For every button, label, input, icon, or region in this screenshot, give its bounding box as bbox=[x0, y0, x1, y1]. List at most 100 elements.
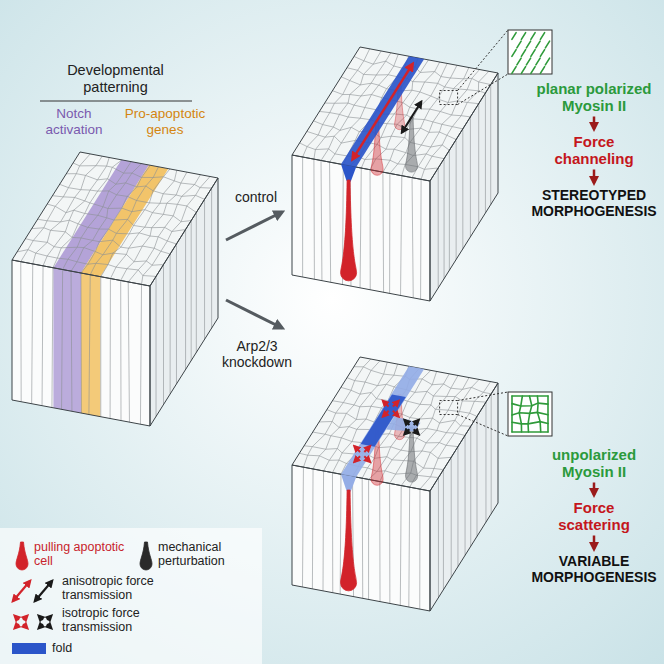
tissue-outline bbox=[292, 155, 430, 301]
isotropic-force-arrow bbox=[414, 420, 419, 425]
cell-edge bbox=[389, 483, 390, 603]
cell-edge bbox=[478, 104, 479, 224]
cell-edge bbox=[457, 447, 458, 567]
cell-edge bbox=[71, 271, 73, 411]
inset-source bbox=[440, 91, 458, 105]
cell-edge bbox=[420, 382, 491, 490]
cell-edge bbox=[330, 162, 331, 282]
cell-edge bbox=[80, 273, 82, 413]
cell-edge bbox=[53, 160, 122, 268]
myosin-cable bbox=[526, 58, 530, 65]
cell-edge bbox=[211, 188, 212, 328]
cell-edge bbox=[462, 129, 463, 249]
fold bbox=[341, 56, 424, 167]
anisotropic-force-arrow bbox=[353, 64, 413, 159]
cell-edge bbox=[408, 487, 410, 607]
cell-edge bbox=[21, 154, 90, 262]
tissue-side-face bbox=[430, 73, 498, 301]
legend-perturbation-cell bbox=[140, 542, 152, 570]
cell-edge bbox=[32, 264, 33, 404]
perturbed-cell bbox=[406, 427, 418, 482]
inset-box bbox=[508, 392, 552, 436]
cell-edge bbox=[379, 482, 380, 602]
cell-edge bbox=[62, 270, 63, 410]
myosin-cable bbox=[512, 422, 548, 424]
tissue-front-face bbox=[292, 155, 430, 301]
myosin-pattern bbox=[512, 396, 548, 432]
cell-edge bbox=[401, 176, 402, 296]
isotropic-force-arrow bbox=[414, 429, 419, 434]
myosin-cable bbox=[531, 50, 535, 57]
inset-box bbox=[508, 30, 552, 74]
legend-panel bbox=[0, 528, 262, 664]
myosin-cable bbox=[531, 67, 535, 74]
myosin-cable bbox=[537, 396, 540, 432]
legend-anisotropic-arrow bbox=[35, 581, 52, 601]
cell-edge bbox=[491, 394, 492, 514]
knockdown-tissue bbox=[292, 357, 552, 611]
myosin-cable bbox=[517, 41, 521, 48]
cell-edge bbox=[110, 279, 111, 419]
legend-isotropic-arrow bbox=[15, 624, 19, 628]
cell-edge bbox=[128, 175, 200, 282]
isotropic-force-arrow bbox=[383, 401, 389, 407]
legend-isotropic-arrow bbox=[47, 616, 51, 620]
cell-edge bbox=[402, 68, 469, 176]
cell-edge bbox=[401, 378, 469, 486]
legend-background bbox=[0, 528, 262, 664]
cell-edge bbox=[32, 228, 170, 254]
myosin-cable bbox=[521, 67, 525, 74]
legend-isotropic-arrow bbox=[39, 624, 43, 628]
isotropic-force-arrow bbox=[364, 456, 370, 462]
patterning-label: Notch activation bbox=[36, 106, 112, 137]
flow-step: STEREOTYPED MORPHOGENESIS bbox=[528, 187, 660, 219]
cell-edge bbox=[100, 277, 101, 417]
myosin-cable bbox=[540, 33, 544, 40]
tissue-outline bbox=[150, 178, 218, 426]
step-text: unpolarized Myosin II bbox=[528, 446, 660, 481]
cell-edge bbox=[465, 435, 466, 555]
expression-stripe bbox=[53, 268, 81, 413]
cell-edge bbox=[449, 150, 450, 270]
flow-step: unpolarized Myosin II bbox=[528, 446, 660, 481]
cell-edge bbox=[302, 467, 304, 587]
tissue-front-face bbox=[12, 260, 150, 426]
fold-groove bbox=[341, 164, 356, 181]
expression-stripe bbox=[81, 273, 100, 417]
cell-edge bbox=[444, 159, 445, 279]
patterned-tissue bbox=[12, 152, 218, 426]
cell-edge bbox=[412, 70, 480, 178]
cell-edge bbox=[52, 268, 53, 408]
myosin-cable bbox=[547, 396, 549, 432]
step-text: STEREOTYPED MORPHOGENESIS bbox=[528, 187, 660, 219]
myosin-cable bbox=[512, 403, 548, 406]
cell-edge bbox=[380, 374, 450, 482]
cell-edge bbox=[490, 85, 491, 205]
flow-step: Force scattering bbox=[549, 499, 639, 534]
cell-edge bbox=[361, 60, 428, 168]
myosin-cable bbox=[536, 58, 540, 65]
myosin-cable bbox=[512, 412, 548, 415]
cell-edge bbox=[485, 402, 486, 522]
legend-anisotropic-arrow bbox=[13, 581, 30, 601]
flow-step: planar polarized Myosin II bbox=[528, 80, 660, 115]
myosin-cable bbox=[512, 431, 548, 433]
zoom-line bbox=[458, 74, 508, 105]
cell-edge bbox=[456, 139, 457, 259]
zoom-line bbox=[458, 30, 508, 91]
cell-outlines bbox=[17, 154, 212, 424]
myosin-pattern bbox=[512, 33, 550, 74]
isotropic-force-arrow bbox=[393, 401, 399, 407]
cell-edge bbox=[332, 473, 333, 593]
cell-edge bbox=[470, 426, 471, 546]
cell-edge bbox=[128, 282, 129, 422]
myosin-cable bbox=[519, 396, 522, 432]
legend-apoptotic-cell bbox=[16, 542, 28, 570]
cell-edge bbox=[81, 165, 150, 273]
tissue-outline bbox=[12, 260, 150, 426]
cell-edge bbox=[120, 280, 121, 420]
cell-edge bbox=[302, 157, 303, 277]
isotropic-force-arrow bbox=[364, 446, 370, 452]
cell-edge bbox=[383, 63, 447, 172]
